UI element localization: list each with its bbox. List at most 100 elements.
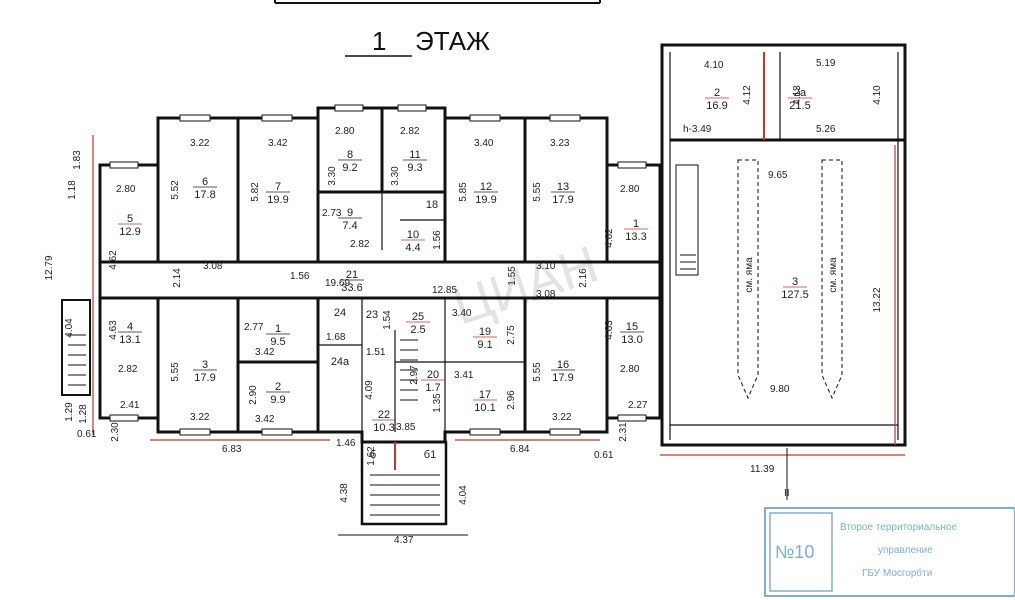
vertical-dimension-label: 4.63: [604, 320, 615, 340]
room-labels: 617.8719.989.2119.31219.91317.9512.997.4…: [118, 87, 812, 461]
room-number: 13: [557, 181, 569, 193]
vertical-dimension-label: 2.16: [578, 268, 589, 288]
room-area: 21.5: [789, 100, 810, 112]
dimension-label: 1.56: [290, 271, 310, 282]
garage-stair: [675, 164, 699, 276]
vertical-dimension-label: 4.04: [64, 318, 75, 338]
room-number: 5: [127, 213, 133, 225]
dimension-label: 2.82: [118, 364, 138, 375]
room-number: 16: [557, 359, 569, 371]
dimension-label: 5.19: [816, 58, 836, 69]
room-number: 3: [202, 359, 208, 371]
vertical-dimension-label: 4.04: [458, 485, 469, 505]
entrance-porch: [338, 440, 468, 536]
dimension-label: 3.42: [255, 414, 275, 425]
stamp-line3: ГБУ Мосгорбти: [862, 567, 932, 579]
dimension-label: 2.82: [350, 239, 370, 250]
room-number: 4: [127, 321, 133, 333]
vertical-dimension-label: 2.30: [110, 422, 121, 442]
room-number: 2: [275, 381, 281, 393]
vertical-dimension-label: см. яма: [744, 257, 755, 293]
room-area: 16.9: [706, 100, 727, 112]
dimension-label: 0.61: [594, 450, 614, 461]
vertical-dimension-label: 1.35: [432, 393, 443, 413]
room-area: 7.4: [342, 220, 357, 232]
vertical-dimension-label: 5.82: [250, 182, 261, 202]
room-number: 11: [409, 149, 420, 161]
dimension-label: 2.80: [335, 126, 355, 137]
dimension-label: 1.51: [366, 347, 386, 358]
dimension-label: 6.83: [222, 444, 242, 455]
vertical-dimension-label: 1.56: [432, 230, 443, 250]
vertical-dimension-label: 1.54: [382, 310, 393, 330]
vertical-dimension-label: 1.55: [507, 266, 518, 286]
vertical-dimension-label: 2.75: [506, 325, 517, 345]
room-area: 19.9: [267, 194, 288, 206]
dimension-label: 2.73: [322, 208, 342, 219]
vertical-dimension-label: см. яма: [828, 257, 839, 293]
room-area: 9.5: [270, 336, 285, 348]
room-number: 1: [275, 323, 281, 335]
room-area: 10.1: [474, 402, 495, 414]
dimension-label: 4.10: [704, 60, 724, 71]
vertical-dimension-label: 5.55: [170, 362, 181, 382]
inspection-pits: [737, 159, 843, 400]
stamp-line2: управление: [878, 545, 933, 556]
dimension-label: 3.42: [255, 347, 275, 358]
dimension-label: 0.61: [77, 429, 97, 440]
vertical-dimension-label: 1.83: [72, 150, 83, 170]
room-number: 3: [792, 276, 798, 288]
room-area: 127.5: [781, 289, 809, 301]
room-area: 2.5: [410, 324, 425, 336]
dimension-label: 3.41: [454, 370, 474, 381]
room-number: 23: [366, 309, 378, 321]
floor-number: 1: [372, 26, 386, 56]
dimension-label: 2.80: [620, 184, 640, 195]
room-number: 12: [480, 181, 492, 193]
bti-stamp: №10 Второе территориальное управление ГБ…: [764, 507, 1015, 597]
dimension-label: 9.80: [770, 384, 790, 395]
room-number: 1: [633, 218, 639, 230]
vertical-dimension-label: 1.62: [366, 446, 377, 466]
vertical-dimension-label: 2.96: [506, 390, 517, 410]
room-number: 7: [275, 181, 281, 193]
dimension-label: 2.27: [628, 400, 648, 411]
dimension-label: 1.46: [336, 438, 356, 449]
vertical-dimension-label: 3.30: [390, 166, 401, 186]
room-area: 17.9: [552, 194, 573, 206]
garage-walls: [660, 43, 907, 447]
room-area: 33.6: [341, 282, 362, 294]
dimension-label: 1.68: [326, 332, 346, 343]
vertical-dimension-label: 4.10: [872, 85, 883, 105]
room-number: б1: [424, 449, 436, 461]
vertical-dimension-label: 4.62: [108, 250, 119, 270]
central-stair: [400, 339, 418, 401]
vertical-dimension-label: 4.38: [339, 483, 350, 503]
dimension-label: 2.41: [120, 400, 140, 411]
dimension-label: 11.39: [750, 464, 775, 475]
dimension-label: 2.82: [400, 126, 420, 137]
dimension-label: 3.22: [552, 412, 572, 423]
dimension-label: 2.80: [620, 364, 640, 375]
building-walls: [98, 106, 662, 444]
room-area: 9.2: [342, 162, 357, 174]
room-area: 9.1: [477, 339, 492, 351]
room-area: 13.1: [119, 334, 140, 346]
room-area: 17.9: [194, 372, 215, 384]
room-number: 24: [334, 307, 346, 319]
dimension-label: 3.40: [474, 138, 494, 149]
dimension-label: 9.65: [768, 170, 788, 181]
dimension-label: 3.22: [190, 412, 210, 423]
vertical-dimension-label: 3.30: [327, 166, 338, 186]
room-number: 6: [202, 176, 208, 188]
dimension-label: 3.08: [203, 261, 223, 272]
dimension-label: 19.69: [325, 278, 350, 289]
vertical-dimension-label: 4.62: [604, 228, 615, 248]
vertical-dimension-label: 2.90: [248, 385, 259, 405]
room-area: 13.3: [625, 231, 646, 243]
dimension-label: 3.40: [452, 308, 472, 319]
room-number: 25: [412, 311, 424, 323]
room-area: 12.9: [119, 226, 140, 238]
